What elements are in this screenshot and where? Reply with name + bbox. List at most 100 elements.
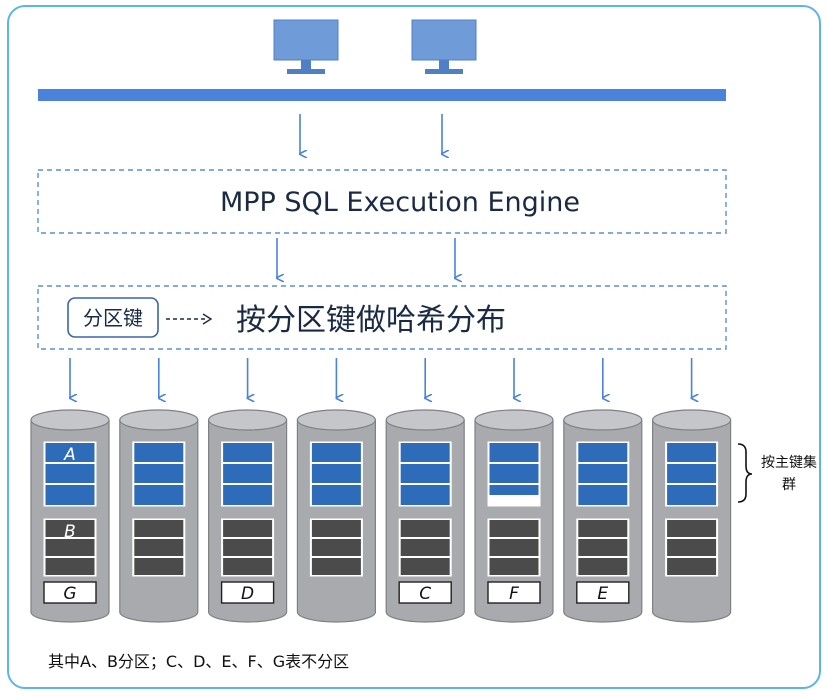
gray-cell	[45, 539, 95, 556]
partition-key-label: 分区键	[83, 306, 143, 330]
gray-cell	[134, 558, 184, 575]
table-label: D	[241, 584, 254, 604]
table-box	[398, 581, 452, 604]
blue-cell	[311, 464, 361, 483]
data-node-6: F	[474, 358, 554, 623]
blue-cell	[45, 443, 95, 462]
blue-cell	[45, 485, 95, 505]
gray-cell	[489, 539, 539, 556]
network-bus	[38, 89, 726, 101]
blue-partition-block	[43, 441, 97, 507]
gray-cell	[223, 558, 273, 575]
partition-label: B	[64, 522, 76, 542]
hash-distribution-label: 按分区键做哈希分布	[236, 303, 506, 338]
blue-cell	[223, 464, 273, 483]
blue-cell	[667, 443, 717, 462]
table-label: E	[597, 584, 608, 604]
gray-cell	[134, 539, 184, 556]
cluster-brace	[737, 443, 753, 503]
blue-partition-block	[132, 441, 186, 507]
blue-partition-block	[221, 441, 275, 507]
table-label: G	[63, 584, 76, 604]
gray-cell	[45, 558, 95, 575]
blue-cell	[311, 485, 361, 505]
cylinder-top	[30, 409, 110, 431]
execution-engine-label: MPP SQL Execution Engine	[220, 187, 580, 218]
gray-cell	[667, 558, 717, 575]
blue-partition-block	[309, 441, 363, 507]
table-box	[43, 581, 97, 604]
blue-partition-block	[576, 441, 630, 507]
table-box	[576, 581, 630, 604]
blue-cell	[667, 485, 717, 505]
partition-key-arrowhead	[202, 313, 213, 325]
blue-partition-block	[487, 441, 541, 507]
data-node-2	[119, 358, 199, 623]
client-monitor-2-icon	[411, 19, 477, 74]
gray-cell	[578, 520, 628, 537]
gray-partition-block	[665, 518, 719, 577]
table-label: F	[509, 584, 519, 604]
blue-cell	[667, 464, 717, 483]
table-box	[487, 581, 541, 604]
data-node-4	[296, 358, 376, 623]
data-node-3: D	[208, 358, 288, 623]
blue-cell	[134, 485, 184, 505]
client-monitor-1-icon	[273, 19, 339, 74]
footnote: 其中A、B分区；C、D、E、F、G表不分区	[48, 652, 350, 671]
data-node-7: E	[563, 358, 643, 623]
cylinder-top	[208, 409, 288, 431]
blue-partition-block	[665, 441, 719, 507]
gray-cell	[578, 558, 628, 575]
hash-distribution-box	[37, 285, 727, 350]
gray-cell	[489, 558, 539, 575]
partition-key-box	[67, 297, 159, 338]
blue-cell	[311, 443, 361, 462]
gray-cell	[667, 539, 717, 556]
gray-cell	[400, 539, 450, 556]
gray-partition-block	[576, 518, 630, 577]
data-node-8	[651, 358, 732, 623]
blue-partition-block	[398, 441, 452, 507]
gray-cell	[134, 520, 184, 537]
blue-cell	[400, 464, 450, 483]
gray-cell	[223, 520, 273, 537]
blue-cell	[134, 464, 184, 483]
blue-cell	[489, 464, 539, 483]
gray-partition-block	[309, 518, 363, 577]
execution-engine-box	[37, 169, 727, 234]
blue-cell	[489, 485, 539, 495]
gray-cell	[400, 520, 450, 537]
cylinder-top	[651, 409, 732, 431]
cluster-note: 按主键集群	[761, 455, 817, 493]
gray-cell	[311, 520, 361, 537]
blue-cell	[223, 485, 273, 505]
blue-cell	[578, 485, 628, 505]
blue-cell	[45, 464, 95, 483]
blue-cell	[578, 464, 628, 483]
gray-cell	[45, 520, 95, 537]
data-node-5: C	[385, 358, 465, 623]
blue-cell	[400, 443, 450, 462]
table-label: C	[419, 584, 431, 604]
blue-cell	[489, 443, 539, 462]
cylinder-top	[119, 409, 199, 431]
blue-cell	[400, 485, 450, 505]
gray-partition-block	[487, 518, 541, 577]
cylinder-top	[563, 409, 643, 431]
blue-cell	[223, 443, 273, 462]
gray-cell	[311, 558, 361, 575]
gray-cell	[223, 539, 273, 556]
blue-cell	[578, 443, 628, 462]
gray-cell	[578, 539, 628, 556]
gray-cell	[311, 539, 361, 556]
gray-partition-block	[132, 518, 186, 577]
cylinder-top	[385, 409, 465, 431]
gray-partition-block	[43, 518, 97, 577]
blue-cell	[134, 443, 184, 462]
gray-cell	[400, 558, 450, 575]
gray-cell	[667, 520, 717, 537]
gray-cell	[489, 520, 539, 537]
